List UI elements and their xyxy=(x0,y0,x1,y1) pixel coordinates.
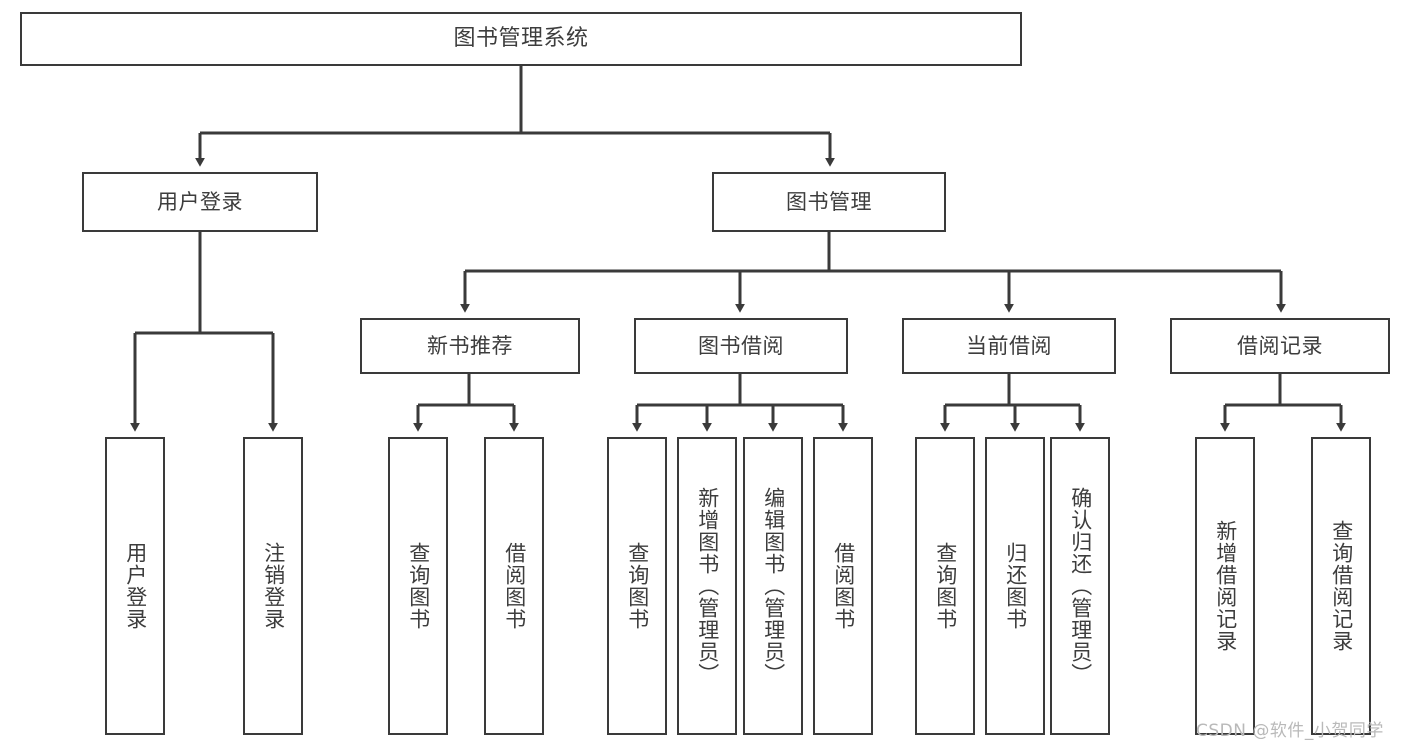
node-label: 图书管理系统 xyxy=(453,26,589,52)
leaf-borrow-query-book[interactable]: 查询图书 xyxy=(607,437,667,735)
node-label: 查询借阅记录 xyxy=(1329,520,1354,652)
node-label: 归还图书 xyxy=(1003,542,1028,630)
node-label: 查询图书 xyxy=(406,542,431,630)
node-label: 用户登录 xyxy=(157,189,243,214)
node-label: 借阅记录 xyxy=(1237,333,1323,358)
node-label: 编辑图书（管理员） xyxy=(761,487,786,685)
node-borrow-record[interactable]: 借阅记录 xyxy=(1170,318,1390,374)
leaf-user-logout[interactable]: 注销登录 xyxy=(243,437,303,735)
leaf-record-add-record[interactable]: 新增借阅记录 xyxy=(1195,437,1255,735)
node-label: 新增借阅记录 xyxy=(1213,520,1238,652)
node-current-borrow[interactable]: 当前借阅 xyxy=(902,318,1116,374)
node-label: 查询图书 xyxy=(625,542,650,630)
node-book-borrow[interactable]: 图书借阅 xyxy=(634,318,848,374)
node-root-system[interactable]: 图书管理系统 xyxy=(20,12,1022,66)
node-label: 用户登录 xyxy=(123,542,148,630)
leaf-current-query-book[interactable]: 查询图书 xyxy=(915,437,975,735)
node-label: 注销登录 xyxy=(261,542,286,630)
leaf-borrow-edit-book[interactable]: 编辑图书（管理员） xyxy=(743,437,803,735)
node-label: 借阅图书 xyxy=(502,542,527,630)
node-label: 图书借阅 xyxy=(698,333,784,358)
node-label: 查询图书 xyxy=(933,542,958,630)
leaf-user-login[interactable]: 用户登录 xyxy=(105,437,165,735)
node-user-login[interactable]: 用户登录 xyxy=(82,172,318,232)
leaf-borrow-borrow-book[interactable]: 借阅图书 xyxy=(813,437,873,735)
node-label: 当前借阅 xyxy=(966,333,1052,358)
node-label: 新书推荐 xyxy=(427,333,513,358)
leaf-current-confirm-return[interactable]: 确认归还（管理员） xyxy=(1050,437,1110,735)
leaf-newbook-borrow-book[interactable]: 借阅图书 xyxy=(484,437,544,735)
csdn-watermark: CSDN @软件_小贺同学 xyxy=(1196,721,1384,741)
node-label: 确认归还（管理员） xyxy=(1068,487,1093,685)
leaf-current-return-book[interactable]: 归还图书 xyxy=(985,437,1045,735)
node-book-management[interactable]: 图书管理 xyxy=(712,172,946,232)
node-new-book-recommend[interactable]: 新书推荐 xyxy=(360,318,580,374)
leaf-borrow-add-book[interactable]: 新增图书（管理员） xyxy=(677,437,737,735)
node-label: 借阅图书 xyxy=(831,542,856,630)
node-label: 新增图书（管理员） xyxy=(695,487,720,685)
node-label: 图书管理 xyxy=(786,189,872,214)
leaf-record-query-record[interactable]: 查询借阅记录 xyxy=(1311,437,1371,735)
leaf-newbook-query-book[interactable]: 查询图书 xyxy=(388,437,448,735)
